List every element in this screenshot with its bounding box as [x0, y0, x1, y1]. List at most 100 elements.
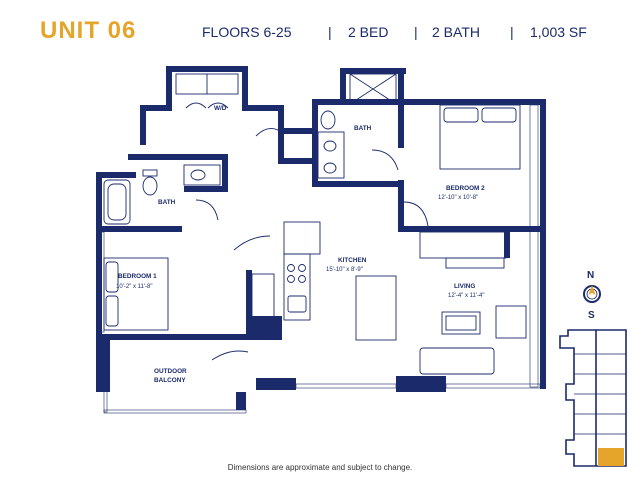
compass-north-label: N	[587, 270, 594, 281]
disclaimer: Dimensions are approximate and subject t…	[228, 463, 413, 472]
balcony-railing	[103, 409, 247, 414]
double-vanity	[317, 131, 345, 179]
bedroom2-dims: 12'-10" x 10'-8"	[438, 195, 478, 201]
vanity	[183, 164, 221, 186]
sink	[323, 140, 337, 152]
bedroom-door-swing	[233, 235, 271, 251]
key-plan	[558, 328, 628, 468]
bath-door-swing	[371, 149, 399, 171]
wall	[402, 99, 546, 105]
wall	[166, 66, 172, 108]
wall	[184, 186, 228, 192]
burner	[287, 275, 295, 283]
coffee-table	[441, 311, 481, 335]
wall	[396, 376, 446, 392]
wall	[222, 154, 228, 192]
refrigerator	[283, 221, 321, 255]
living-dims: 12'-4" x 11'-4"	[448, 293, 484, 299]
building-outline	[559, 329, 627, 467]
compass: N S	[583, 270, 601, 321]
balcony-label-line1: OUTDOOR	[154, 368, 187, 375]
closet-door-swing	[185, 102, 229, 109]
wall	[252, 316, 282, 340]
media-console	[445, 257, 505, 269]
balcony-railing	[103, 339, 108, 413]
closet	[419, 231, 507, 259]
balcony-wall	[236, 392, 246, 410]
bed-count: 2 BED	[348, 24, 388, 40]
pillow	[481, 107, 517, 123]
shower	[349, 73, 397, 105]
bath-top-label: BATH	[354, 125, 372, 132]
wall	[312, 181, 402, 187]
wall	[96, 172, 136, 178]
window	[295, 383, 397, 389]
kitchen-counter	[283, 253, 311, 321]
burner	[287, 264, 295, 272]
header-separator: |	[328, 24, 332, 40]
window	[529, 104, 539, 388]
bedroom1-dims: 10'-2" x 11'-8"	[116, 284, 152, 290]
sofa	[419, 347, 495, 375]
kitchen-dims: 15'-10" x 8'-9"	[326, 267, 363, 273]
wall	[504, 232, 510, 258]
wall	[96, 334, 246, 340]
wall	[340, 68, 346, 104]
wall	[312, 99, 318, 187]
wall	[398, 68, 404, 148]
wall	[242, 105, 278, 111]
wall	[312, 99, 402, 105]
floor-plan: BATH BATH W/D BEDROOM 2 12'	[96, 66, 546, 414]
bed	[103, 257, 169, 331]
balcony-wall	[96, 340, 110, 392]
bedroom1-label: BEDROOM 1	[118, 273, 157, 280]
burner	[298, 264, 306, 272]
wall	[140, 105, 172, 111]
compass-south-label: S	[588, 310, 595, 321]
burner	[298, 275, 306, 283]
wd-label: W/D	[214, 105, 227, 112]
wall	[96, 226, 182, 232]
bathtub-basin	[107, 183, 127, 221]
pillow	[105, 295, 119, 327]
compass-needle-icon	[588, 285, 596, 295]
balcony-label-line2: BALCONY	[154, 377, 186, 384]
exterior-wall	[96, 226, 102, 338]
header: UNIT 06 FLOORS 6-25 | 2 BED | 2 BATH | 1…	[40, 17, 587, 44]
wall	[398, 226, 540, 232]
wall	[256, 378, 296, 390]
header-separator: |	[414, 24, 418, 40]
bathtub	[103, 179, 131, 225]
wall	[140, 105, 146, 145]
wall	[398, 180, 404, 230]
sink	[190, 169, 206, 181]
key-plan-background	[558, 328, 628, 468]
toilet-tank	[142, 169, 158, 177]
toilet	[320, 110, 336, 130]
header-separator: |	[510, 24, 514, 40]
wall	[128, 154, 228, 160]
bath-left-label: BATH	[158, 199, 176, 206]
square-footage: 1,003 SF	[530, 24, 587, 40]
exterior-wall	[540, 99, 546, 389]
floors-label: FLOORS 6-25	[202, 24, 292, 40]
wall	[242, 66, 248, 108]
window	[445, 383, 541, 389]
wall	[96, 172, 102, 232]
wall	[166, 66, 248, 72]
balcony-door-swing	[211, 350, 249, 361]
bedroom-door-swing	[403, 201, 429, 227]
corridor-door-swing	[255, 128, 285, 137]
coffee-table-top	[445, 315, 477, 331]
kitchen-label: KITCHEN	[338, 257, 367, 264]
sink	[323, 162, 337, 174]
wall	[278, 105, 284, 161]
armchair	[495, 305, 527, 339]
bath-door-swing	[195, 199, 219, 221]
unit-title: UNIT 06	[40, 17, 136, 44]
bed	[439, 104, 521, 170]
wall	[246, 270, 252, 340]
bath-count: 2 BATH	[432, 24, 480, 40]
kitchen-island	[355, 275, 397, 341]
living-label: LIVING	[454, 283, 475, 290]
